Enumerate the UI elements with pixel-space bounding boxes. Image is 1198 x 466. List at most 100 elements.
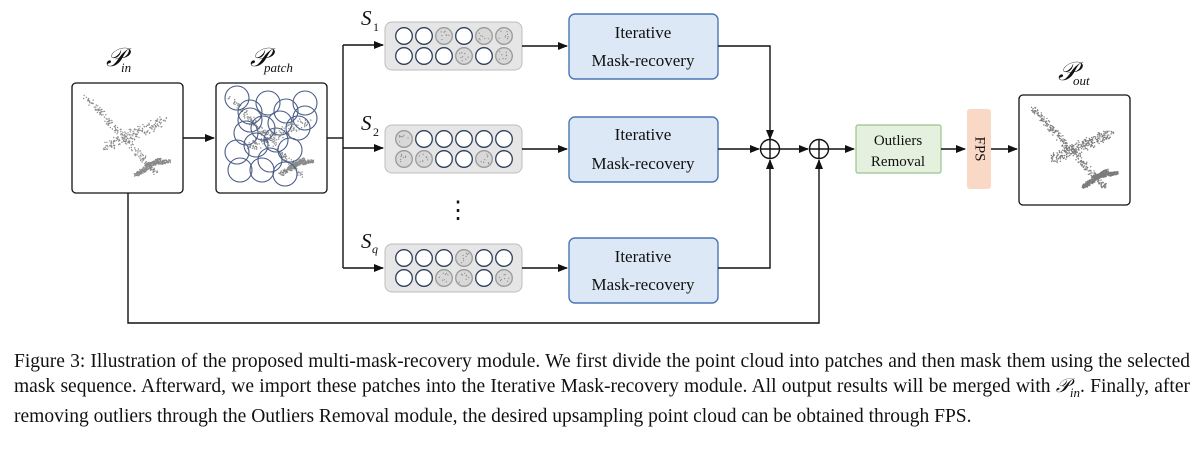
masked-point [399,135,401,137]
point [1062,138,1064,140]
point [1050,157,1053,159]
point [297,174,299,176]
point [1063,154,1065,157]
point [1083,168,1086,171]
point [1097,137,1100,140]
point [151,126,154,128]
point [138,129,140,132]
masked-point [442,272,444,274]
point [280,170,282,172]
point [132,143,134,146]
point [299,172,301,174]
point [161,161,163,163]
point [1068,151,1070,153]
point [1103,174,1106,176]
point [1098,183,1100,185]
point [154,170,156,172]
point [1068,148,1071,150]
patch-circle [243,132,269,158]
visible-patch-circle [475,269,493,287]
point [1034,107,1037,109]
point [299,174,301,176]
point [1080,164,1083,166]
point [1037,112,1039,115]
point [1117,173,1119,175]
point [128,147,131,149]
point [285,172,287,174]
masked-point [468,276,470,278]
point [1067,155,1069,157]
point [106,121,108,123]
patch-circle [277,137,303,163]
point [252,140,255,142]
point [1077,148,1080,150]
point [129,128,132,131]
p-in-subscript: in [121,60,131,75]
point [104,141,106,144]
point [142,154,144,157]
point [1058,137,1061,139]
masked-point [478,32,480,34]
point [166,160,168,163]
point [256,147,258,149]
point [117,136,119,138]
point [1102,186,1104,188]
point [1075,143,1077,145]
point [1084,147,1087,149]
point [304,159,306,162]
point [1064,151,1067,153]
point [153,129,155,131]
point [1080,159,1083,162]
masked-point [468,253,470,255]
point [1037,114,1039,116]
point [1062,157,1065,160]
point [285,169,287,172]
skip-connection-arrow [127,159,823,324]
point [156,170,158,172]
point [1063,140,1066,142]
point [128,128,130,131]
point [1041,117,1043,120]
masked-point [506,38,509,40]
point [1062,135,1064,137]
masked-point [466,253,468,255]
point [1096,177,1098,180]
masked-patch-circle [495,27,513,45]
point [1088,170,1091,172]
point [1103,136,1105,139]
visible-patch-circle [475,249,493,267]
mask-recovery-block-1: Iterative Mask-recovery [568,13,719,80]
point [1050,154,1053,157]
point [141,128,144,130]
visible-patch-circle [435,130,453,148]
point [1051,158,1054,160]
visible-patch-circle [435,150,453,168]
point [1053,160,1055,162]
point [107,124,109,126]
point [1079,155,1082,158]
point [262,132,264,134]
masked-point [464,272,466,274]
point [1086,183,1088,185]
point [281,126,283,128]
point [295,129,297,131]
point [103,148,105,151]
point [104,146,106,149]
point [1087,144,1090,146]
point [227,98,229,100]
masked-point [400,158,402,161]
point [141,153,144,156]
point [145,132,147,134]
masked-point [465,278,467,280]
point [1103,185,1105,187]
masked-point [458,281,460,283]
masked-point [479,39,481,41]
point [156,123,159,125]
point [262,143,264,145]
p-patch-subscript: patch [263,60,293,75]
point [132,135,134,137]
point [1112,171,1115,174]
point [1086,181,1089,183]
point [304,162,306,164]
point [302,157,304,159]
